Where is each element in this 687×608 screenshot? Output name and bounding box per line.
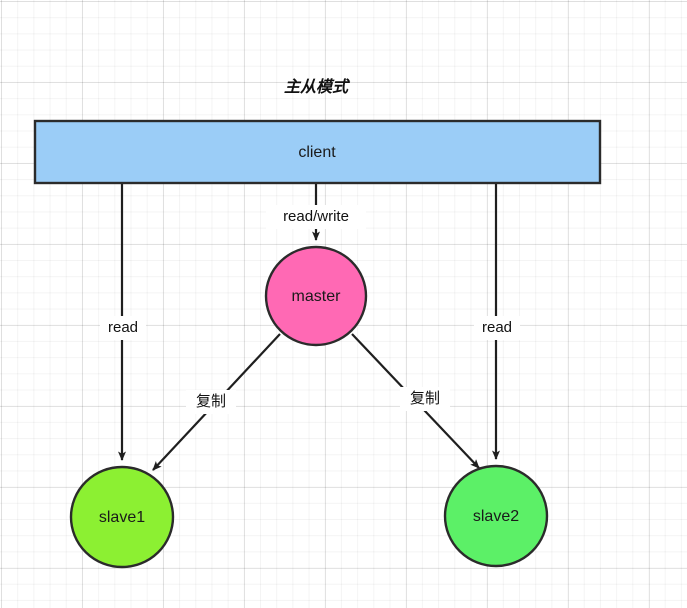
edges-layer: read read 复制 复制 read/write [100,183,520,471]
client-box [33,119,602,185]
client-label: client [298,144,336,161]
edge-master-to-slave2[interactable]: 复制 [351,333,480,469]
edge-label-backdrop [100,316,146,340]
edge-master-to-slave1[interactable]: 复制 [152,333,281,471]
slave2-label: slave2 [473,508,519,525]
master-circle [264,245,368,347]
page-title: 主从模式 [284,78,351,96]
edge-label-read-slave1: read [108,319,138,336]
node-master[interactable]: master [264,245,368,347]
slave2-circle [443,464,549,568]
edge-client-to-slave2[interactable]: read [474,183,520,460]
edge-label-replicate-slave2: 复制 [410,389,440,407]
edge-client-to-master[interactable]: read/write [266,183,366,241]
edge-label-replicate-slave1: 复制 [196,392,226,410]
edge-label-backdrop [186,390,236,414]
edge-label-read-slave2: read [482,319,512,336]
edge-client-to-slave1[interactable]: read [100,183,146,461]
edge-label-backdrop [400,387,450,411]
slave1-circle [69,465,175,569]
node-slave1[interactable]: slave1 [69,465,175,569]
edge-label-backdrop [266,205,366,229]
master-label: master [292,288,342,305]
slave1-label: slave1 [99,509,145,526]
nodes-layer: client master slave1 slave2 [33,119,602,569]
node-client[interactable]: client [33,119,602,185]
edge-label-read-write: read/write [283,208,349,225]
edge-label-backdrop [474,316,520,340]
node-slave2[interactable]: slave2 [443,464,549,568]
